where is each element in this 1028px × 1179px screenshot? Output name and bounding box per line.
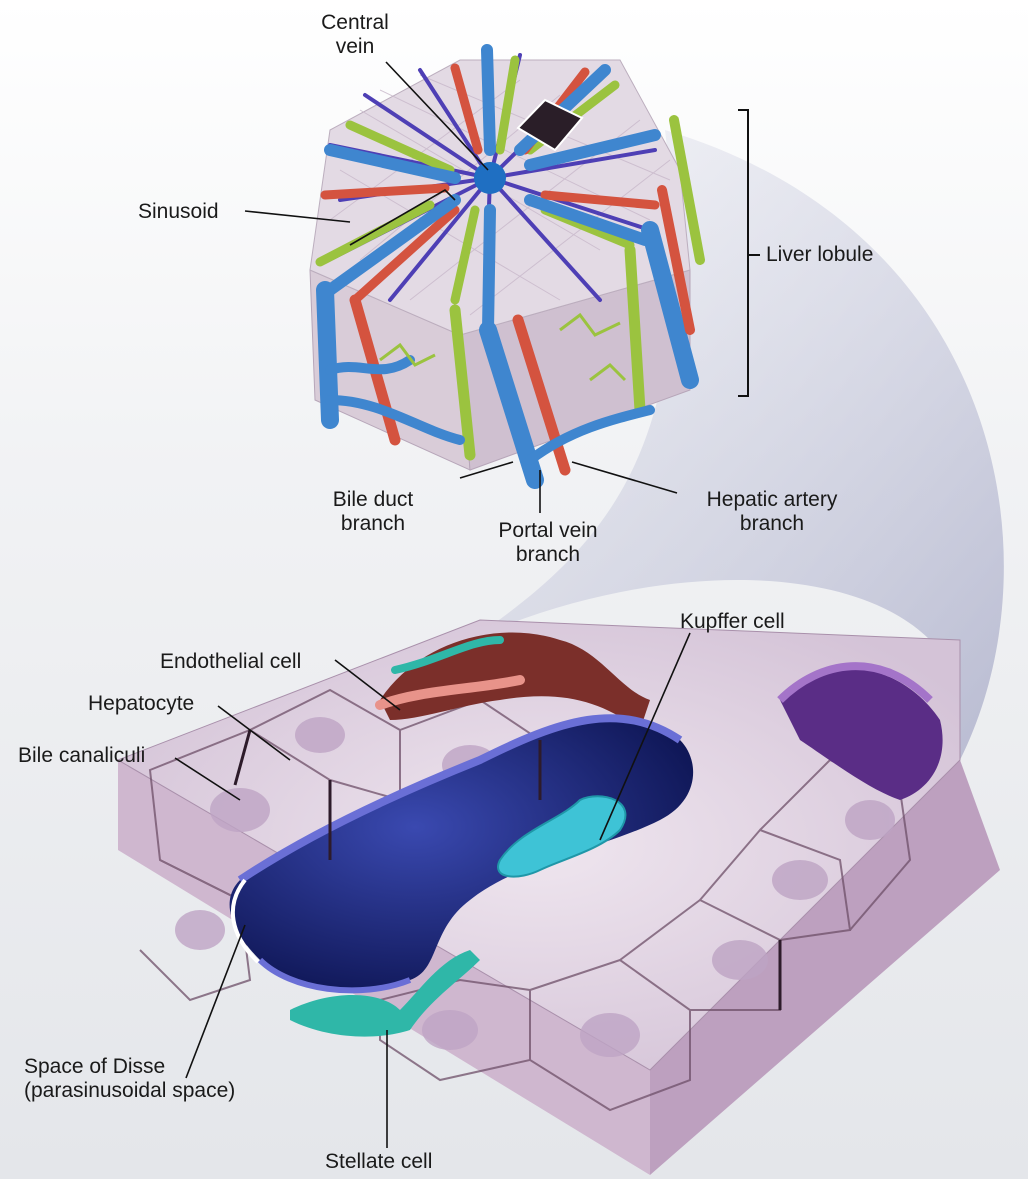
label-space-of-disse-line1: Space of Disse: [24, 1055, 235, 1079]
label-hepatic-artery-line1: Hepatic artery: [682, 488, 862, 512]
label-central-vein-line2: vein: [300, 35, 410, 59]
label-hepatic-artery-line2: branch: [682, 512, 862, 536]
label-central-vein-line1: Central: [300, 11, 410, 35]
label-bile-duct-branch: Bile duct branch: [318, 488, 428, 536]
label-hepatocyte: Hepatocyte: [88, 692, 194, 716]
central-vein-hole: [474, 162, 506, 194]
sinusoid-block-illustration: [118, 620, 1000, 1175]
label-endothelial-cell: Endothelial cell: [160, 650, 301, 674]
label-central-vein: Central vein: [300, 11, 410, 59]
label-hepatic-artery-branch: Hepatic artery branch: [682, 488, 862, 536]
label-portal-vein-line1: Portal vein: [478, 519, 618, 543]
label-bile-duct-line1: Bile duct: [318, 488, 428, 512]
label-sinusoid: Sinusoid: [138, 200, 219, 224]
label-bile-duct-line2: branch: [318, 512, 428, 536]
label-liver-lobule: Liver lobule: [766, 243, 873, 267]
label-kupffer-cell: Kupffer cell: [680, 610, 785, 634]
label-space-of-disse-line2: (parasinusoidal space): [24, 1079, 235, 1103]
label-stellate-cell: Stellate cell: [325, 1150, 432, 1174]
lobule-illustration: [310, 50, 700, 480]
label-portal-vein-branch: Portal vein branch: [478, 519, 618, 567]
label-bile-canaliculi: Bile canaliculi: [18, 744, 145, 768]
label-portal-vein-line2: branch: [478, 543, 618, 567]
label-space-of-disse: Space of Disse (parasinusoidal space): [24, 1055, 235, 1103]
